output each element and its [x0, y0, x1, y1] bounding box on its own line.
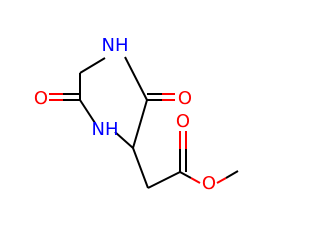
atom-label-o-right: O	[178, 88, 192, 109]
atom-label-o-carbonyl: O	[176, 111, 190, 132]
bond-o-methyl-a	[216, 177, 227, 184]
bond-c5-n4	[79, 99, 96, 124]
structure-diagram: NH NH O O O O	[34, 35, 239, 194]
atom-label-nh-bottom: NH	[92, 119, 119, 140]
bond-c3-c2	[132, 99, 148, 149]
bond-c-o-ester-b	[190, 177, 201, 184]
bond-c3-ch2	[132, 147, 149, 189]
bond-c-o-ester-a	[179, 171, 192, 179]
bond-c6-n1	[79, 57, 106, 74]
atom-label-o-ester: O	[202, 173, 216, 194]
bond-ch2-c	[147, 171, 181, 189]
molecule-canvas: NH NH O O O O	[33, 35, 239, 194]
bond-n4-c3	[114, 131, 134, 149]
atom-label-o-left: O	[34, 88, 48, 109]
bond-c2-n1	[124, 56, 148, 101]
bond-o-methyl-b	[225, 170, 239, 179]
atom-label-nh-top: NH	[102, 35, 129, 56]
